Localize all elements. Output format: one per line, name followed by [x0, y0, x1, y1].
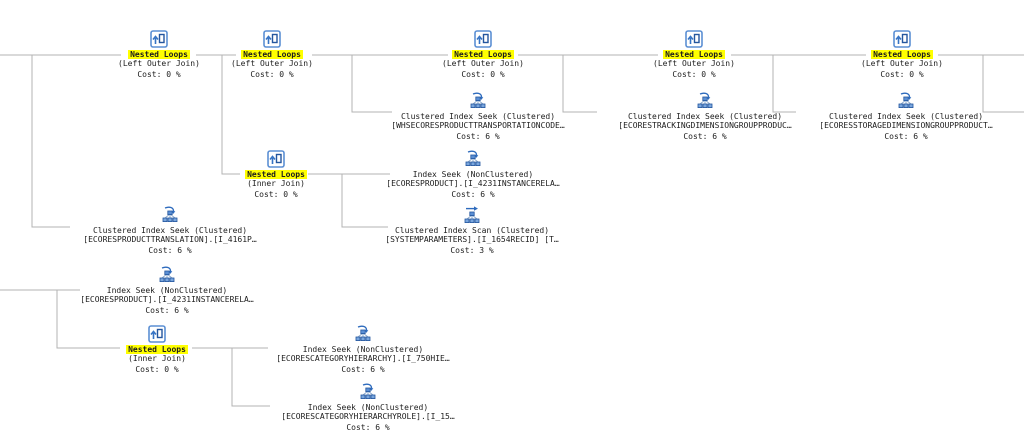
- operator-subtitle: (Left Outer Join): [442, 59, 524, 68]
- highlighted-operator-name: Nested Loops: [663, 50, 725, 59]
- operator-subtitle: [ECORESPRODUCT].[I_4231INSTANCERELA…: [386, 179, 560, 188]
- operator-cost: Cost: 0 %: [254, 190, 298, 199]
- index-seek-icon: [245, 325, 481, 344]
- operator-cost: Cost: 0 %: [880, 70, 924, 79]
- nested-loops-icon: [634, 30, 754, 49]
- operator-title: Clustered Index Seek (Clustered): [828, 112, 984, 121]
- operator-title: Nested Loops: [212, 50, 332, 59]
- operator-subtitle: [ECORESPRODUCTTRANSLATION].[I_4161P…: [83, 235, 257, 244]
- operator-subtitle: (Left Outer Join): [231, 59, 313, 68]
- highlighted-operator-name: Nested Loops: [245, 170, 307, 179]
- operator-cost: Cost: 0 %: [672, 70, 716, 79]
- index-seek-icon: [250, 383, 486, 402]
- highlighted-operator-name: Nested Loops: [241, 50, 303, 59]
- clustered-index-seek-icon: [52, 206, 288, 225]
- operator-title: Clustered Index Seek (Clustered): [92, 226, 248, 235]
- connector-line: [351, 55, 392, 113]
- operator-subtitle: (Left Outer Join): [653, 59, 735, 68]
- plan-node-nested-loops-inner-2[interactable]: Nested Loops (Inner Join) Cost: 0 %: [97, 325, 217, 374]
- operator-subtitle: (Inner Join): [247, 179, 305, 188]
- connector-line: [562, 55, 597, 113]
- operator-subtitle: [WHSECORESPRODUCTTRANSPORTATIONCODE…: [391, 121, 565, 130]
- plan-node-nested-loops-2[interactable]: Nested Loops (Left Outer Join) Cost: 0 %: [212, 30, 332, 79]
- connector-line: [982, 55, 1024, 113]
- operator-title: Nested Loops: [216, 170, 336, 179]
- nested-loops-icon: [423, 30, 543, 49]
- operator-cost: Cost: 6 %: [683, 132, 727, 141]
- nested-loops-icon: [97, 325, 217, 344]
- operator-subtitle: [ECORESPRODUCT].[I_4231INSTANCERELA…: [80, 295, 254, 304]
- operator-title: Nested Loops: [842, 50, 962, 59]
- plan-node-nested-loops-1[interactable]: Nested Loops (Left Outer Join) Cost: 0 %: [99, 30, 219, 79]
- operator-subtitle: [ECORESCATEGORYHIERARCHYROLE].[I_15…: [281, 412, 455, 421]
- plan-node-nested-loops-5[interactable]: Nested Loops (Left Outer Join) Cost: 0 %: [842, 30, 962, 79]
- plan-node-clustered-index-scan-systemparameters[interactable]: Clustered Index Scan (Clustered) [SYSTEM…: [354, 206, 590, 255]
- connector-line: [231, 348, 270, 407]
- operator-cost: Cost: 6 %: [148, 246, 192, 255]
- highlighted-operator-name: Nested Loops: [126, 345, 188, 354]
- operator-title: Nested Loops: [97, 345, 217, 354]
- operator-title: Index Seek (NonClustered): [302, 345, 424, 354]
- operator-cost: Cost: 6 %: [884, 132, 928, 141]
- operator-subtitle: (Left Outer Join): [118, 59, 200, 68]
- nested-loops-icon: [212, 30, 332, 49]
- plan-node-clustered-index-seek-whse[interactable]: Clustered Index Seek (Clustered) [WHSECO…: [360, 92, 596, 141]
- connector-line: [221, 55, 240, 175]
- operator-title: Index Seek (NonClustered): [307, 403, 429, 412]
- plan-node-clustered-index-seek-storage[interactable]: Clustered Index Seek (Clustered) [ECORES…: [788, 92, 1024, 141]
- nested-loops-icon: [216, 150, 336, 169]
- nested-loops-icon: [842, 30, 962, 49]
- connector-line: [56, 290, 120, 349]
- operator-subtitle: [SYSTEMPARAMETERS].[I_1654RECID] [T…: [385, 235, 559, 244]
- nested-loops-icon: [99, 30, 219, 49]
- index-seek-icon: [355, 150, 591, 169]
- operator-subtitle: [ECORESTRACKINGDIMENSIONGROUPPRODUC…: [618, 121, 792, 130]
- clustered-index-scan-icon: [354, 206, 590, 225]
- plan-node-index-seek-categoryhierarchyrole[interactable]: Index Seek (NonClustered) [ECORESCATEGOR…: [250, 383, 486, 432]
- highlighted-operator-name: Nested Loops: [452, 50, 514, 59]
- plan-node-nested-loops-inner-1[interactable]: Nested Loops (Inner Join) Cost: 0 %: [216, 150, 336, 199]
- index-seek-icon: [49, 266, 285, 285]
- operator-cost: Cost: 6 %: [341, 365, 385, 374]
- operator-cost: Cost: 0 %: [137, 70, 181, 79]
- plan-node-clustered-index-seek-translation[interactable]: Clustered Index Seek (Clustered) [ECORES…: [52, 206, 288, 255]
- operator-cost: Cost: 6 %: [346, 423, 390, 432]
- connector-line: [772, 55, 796, 113]
- plan-node-index-seek-ecoresproduct-mid[interactable]: Index Seek (NonClustered) [ECORESPRODUCT…: [355, 150, 591, 199]
- operator-title: Clustered Index Scan (Clustered): [394, 226, 550, 235]
- operator-subtitle: (Inner Join): [128, 354, 186, 363]
- plan-node-index-seek-categoryhierarchy[interactable]: Index Seek (NonClustered) [ECORESCATEGOR…: [245, 325, 481, 374]
- connector-line: [31, 55, 70, 228]
- plan-node-clustered-index-seek-tracking[interactable]: Clustered Index Seek (Clustered) [ECORES…: [587, 92, 823, 141]
- highlighted-operator-name: Nested Loops: [871, 50, 933, 59]
- operator-cost: Cost: 3 %: [450, 246, 494, 255]
- operator-cost: Cost: 6 %: [451, 190, 495, 199]
- operator-title: Clustered Index Seek (Clustered): [400, 112, 556, 121]
- plan-node-nested-loops-4[interactable]: Nested Loops (Left Outer Join) Cost: 0 %: [634, 30, 754, 79]
- operator-cost: Cost: 6 %: [145, 306, 189, 315]
- connector-line: [341, 174, 388, 228]
- operator-title: Nested Loops: [634, 50, 754, 59]
- operator-subtitle: [ECORESSTORAGEDIMENSIONGROUPPRODUCT…: [819, 121, 993, 130]
- plan-node-index-seek-ecoresproduct-left[interactable]: Index Seek (NonClustered) [ECORESPRODUCT…: [49, 266, 285, 315]
- operator-title: Index Seek (NonClustered): [412, 170, 534, 179]
- operator-cost: Cost: 0 %: [135, 365, 179, 374]
- operator-cost: Cost: 0 %: [461, 70, 505, 79]
- operator-title: Nested Loops: [423, 50, 543, 59]
- operator-title: Index Seek (NonClustered): [106, 286, 228, 295]
- operator-subtitle: (Left Outer Join): [861, 59, 943, 68]
- clustered-index-seek-icon: [788, 92, 1024, 111]
- operator-title: Nested Loops: [99, 50, 219, 59]
- plan-node-nested-loops-3[interactable]: Nested Loops (Left Outer Join) Cost: 0 %: [423, 30, 543, 79]
- operator-cost: Cost: 0 %: [250, 70, 294, 79]
- highlighted-operator-name: Nested Loops: [128, 50, 190, 59]
- operator-cost: Cost: 6 %: [456, 132, 500, 141]
- operator-subtitle: [ECORESCATEGORYHIERARCHY].[I_750HIE…: [276, 354, 450, 363]
- operator-title: Clustered Index Seek (Clustered): [627, 112, 783, 121]
- clustered-index-seek-icon: [360, 92, 596, 111]
